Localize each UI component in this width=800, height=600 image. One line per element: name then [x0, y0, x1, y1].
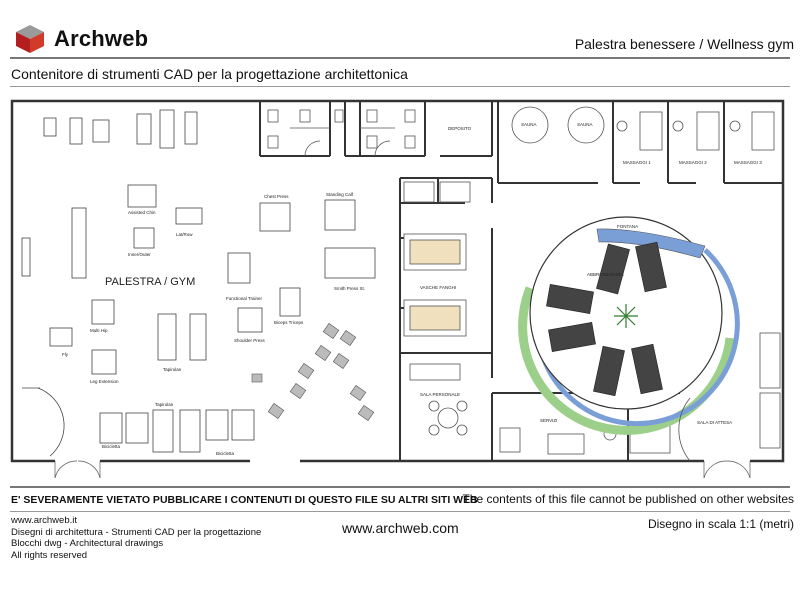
label-gym: PALESTRA / GYM: [105, 276, 195, 288]
label-standing-calf: Standing Calf: [326, 192, 354, 197]
label-servizi: SERVIZI: [540, 418, 557, 423]
label-sala-personale: SALA PERSONALE: [420, 392, 460, 397]
room-labels: PALESTRA / GYM DEPOSITO SAUNA SAUNA MASS…: [62, 122, 762, 456]
gym-equipment: [21, 109, 376, 457]
label-fontana: FONTANA: [617, 224, 638, 229]
scale-note: Disegno in scala 1:1 (metri): [647, 517, 794, 531]
label-lat-row: Lat/Row: [176, 232, 193, 237]
subtitle: Contenitore di strumenti CAD per la prog…: [11, 66, 408, 82]
floor-plan: PALESTRA / GYM DEPOSITO SAUNA SAUNA MASS…: [0, 88, 800, 488]
label-leg-extension: Leg Extension: [90, 379, 119, 384]
label-fly: Fly: [62, 352, 69, 357]
label-sauna-1: SAUNA: [521, 122, 537, 127]
footer-website-link[interactable]: www.archweb.com: [342, 520, 459, 536]
label-chest-press: Chest Press: [264, 194, 289, 199]
header: Archweb Palestra benessere / Wellness gy…: [0, 0, 800, 62]
label-deposito: DEPOSITO: [448, 126, 472, 131]
central-plant-icon: [614, 304, 638, 328]
label-bicicletta-2: Bicicletta: [216, 451, 235, 456]
label-multi-hip: Multi Hip: [90, 328, 108, 333]
label-tapirulan-2: Tapirulan: [155, 402, 174, 407]
footer-divider-2: [10, 511, 790, 512]
tanning-beds: [546, 241, 667, 397]
warning-italian: E' SEVERAMENTE VIETATO PUBBLICARE I CONT…: [11, 494, 478, 506]
massage-beds: [616, 111, 775, 151]
archweb-cube-icon: [16, 25, 44, 53]
label-smith-press: Smith Press St.: [334, 286, 365, 291]
entrance-doors: [54, 460, 751, 479]
footer-line-website[interactable]: www.archweb.it: [11, 515, 77, 526]
label-vasche: VASCHE FANGHI: [420, 285, 456, 290]
footer-line-rights: All rights reserved: [11, 549, 88, 561]
floor-plan-drawing: PALESTRA / GYM DEPOSITO SAUNA SAUNA MASS…: [10, 99, 785, 479]
exterior-walls: [10, 99, 785, 463]
sauna-cabins: [511, 106, 605, 144]
warning-english: The contents of this file cannot be publ…: [462, 492, 794, 506]
label-functional-trainer: Functional Trainer: [226, 296, 263, 301]
footer-divider: [10, 486, 790, 488]
label-biceps-triceps: Biceps Triceps: [274, 320, 304, 325]
footer-credits: www.archweb.it Disegni di architettura -…: [11, 515, 261, 561]
subtitle-divider: [10, 86, 790, 87]
label-tapirulan-1: Tapirulan: [163, 367, 182, 372]
label-sala-attesa: SALA DI ATTESA: [697, 420, 732, 425]
logo-text: Archweb: [54, 26, 149, 51]
label-assisted-chin: Assisted Chin: [128, 210, 156, 215]
label-inner-outer: Inner/Outer: [128, 252, 151, 257]
footer-line-description: Disegni di architettura - Strumenti CAD …: [11, 526, 262, 538]
footer-line-blocks: Blocchi dwg - Architectural drawings: [11, 538, 164, 549]
label-massaggi-1: MASSAGGI 1: [623, 160, 651, 165]
label-bicicletta-1: Bicicletta: [102, 444, 121, 449]
toilet-blocks: [267, 109, 416, 157]
label-sauna-2: SAUNA: [577, 122, 593, 127]
label-shoulder-press: Shoulder Press: [234, 338, 266, 343]
waiting-room-seating: [678, 332, 781, 462]
label-massaggi-2: MASSAGGI 2: [679, 160, 707, 165]
label-massaggi-3: MASSAGGI 3: [734, 160, 762, 165]
label-abbronzatura: ABBRONZATURA: [587, 272, 624, 277]
header-divider: [10, 57, 790, 59]
fountain-pool: [518, 216, 740, 435]
page-title: Palestra benessere / Wellness gym: [574, 36, 794, 52]
cardio-machines: [251, 323, 375, 421]
mud-baths: [403, 181, 471, 337]
